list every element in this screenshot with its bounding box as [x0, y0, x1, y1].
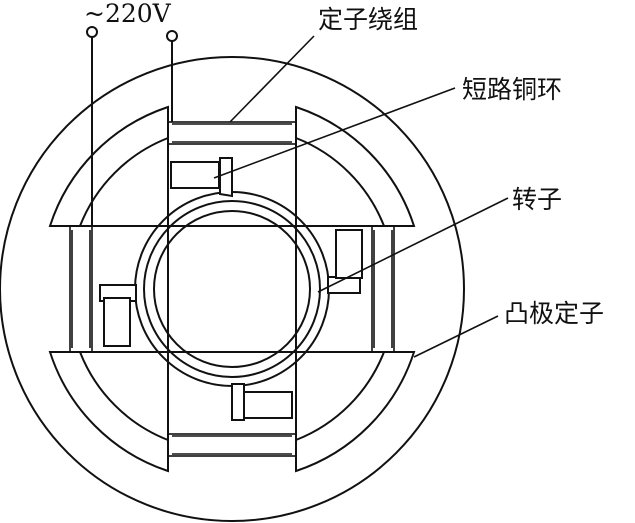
shorting-ring-top: [170, 161, 220, 189]
leader-rotor: [317, 197, 509, 293]
pole-tab-bottom: [231, 383, 245, 421]
coil-top: [167, 121, 297, 145]
leader-salient-stator: [413, 315, 499, 358]
label-stator-winding: 定子绕组: [318, 5, 418, 34]
label-supply: ~220V: [84, 0, 172, 28]
leader-stator-winding: [229, 35, 315, 123]
shorting-ring-left: [103, 297, 131, 347]
terminal-right: [166, 30, 178, 42]
rotor-bore-outer: [134, 191, 330, 387]
coil-right: [371, 225, 395, 353]
terminal-left: [86, 26, 98, 38]
pole-tab-top: [219, 157, 233, 198]
shorting-ring-right: [335, 229, 363, 279]
shorting-ring-bottom: [243, 391, 293, 419]
coil-bottom: [167, 433, 297, 457]
rotor: [153, 210, 311, 368]
rotor-ring: [143, 200, 321, 378]
coil-left: [69, 225, 93, 353]
label-rotor: 转子: [512, 185, 562, 214]
leader-shorting-ring: [213, 87, 456, 179]
label-shorting-ring: 短路铜环: [462, 75, 562, 104]
label-salient-stator: 凸极定子: [504, 299, 604, 328]
outer-frame: [0, 56, 465, 522]
